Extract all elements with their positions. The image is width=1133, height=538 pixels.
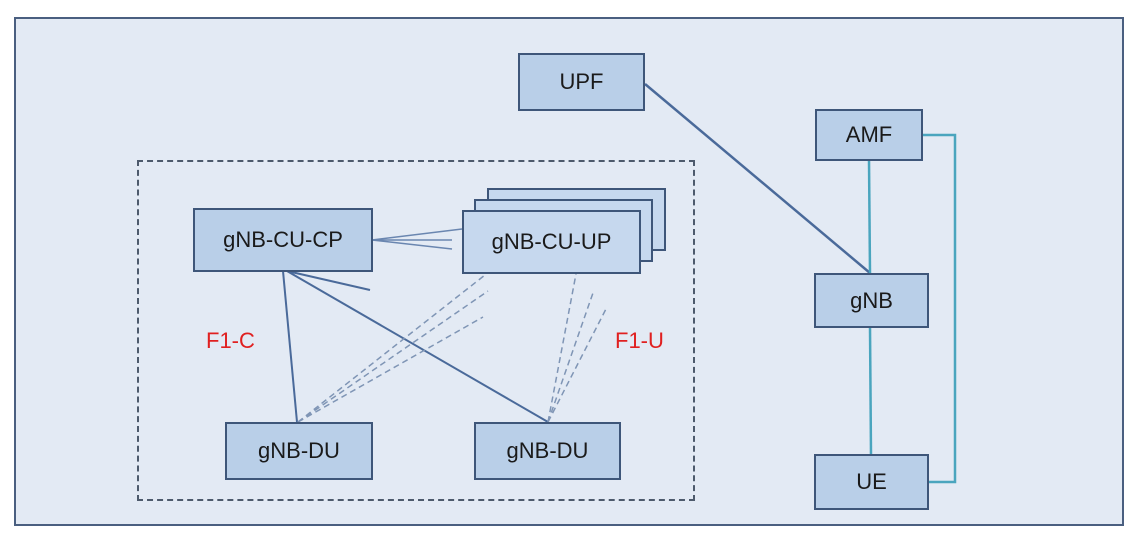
node-gnb-du-right-label: gNB-DU bbox=[506, 438, 589, 463]
node-gnb: gNB bbox=[814, 273, 929, 328]
label-f1-u: F1-U bbox=[615, 328, 664, 353]
node-gnb-du-right: gNB-DU bbox=[474, 422, 621, 480]
node-amf-label: AMF bbox=[845, 122, 893, 147]
node-gnb-du-left-label: gNB-DU bbox=[258, 438, 340, 463]
link-cucp-cuup-1 bbox=[371, 228, 463, 241]
link-f1c-du-right bbox=[286, 270, 549, 423]
node-gnb-label: gNB bbox=[850, 287, 893, 313]
node-gnb-cu-cp: gNB-CU-CP bbox=[193, 208, 373, 272]
link-f1u-right-2 bbox=[547, 289, 595, 423]
link-f1u-right-3 bbox=[547, 306, 608, 423]
node-ue: UE bbox=[814, 454, 929, 510]
link-f1u-left-2 bbox=[297, 290, 489, 423]
node-gnb-cu-up: gNB-CU-UP bbox=[462, 210, 641, 274]
link-f1c-stub bbox=[286, 270, 371, 291]
link-gnb-ue bbox=[868, 326, 873, 456]
link-cucp-cuup-3 bbox=[371, 239, 453, 250]
node-upf-label: UPF bbox=[559, 69, 604, 94]
node-gnb-cu-up-label: gNB-CU-UP bbox=[491, 229, 612, 254]
node-upf: UPF bbox=[518, 53, 645, 111]
node-gnb-du-left: gNB-DU bbox=[225, 422, 373, 480]
node-ue-label: UE bbox=[856, 469, 887, 494]
link-f1u-left-1 bbox=[297, 274, 486, 423]
link-amf-gnb bbox=[867, 159, 872, 274]
link-upf-gnb bbox=[644, 83, 871, 274]
link-amf-ue bbox=[922, 133, 957, 484]
link-f1c-du-left bbox=[282, 270, 298, 423]
link-f1u-right-1 bbox=[547, 273, 577, 423]
split-gnb-boundary bbox=[137, 160, 695, 501]
link-f1u-left-3 bbox=[297, 316, 484, 423]
node-amf: AMF bbox=[815, 109, 923, 161]
label-f1-c: F1-C bbox=[206, 328, 255, 353]
node-gnb-cu-cp-label: gNB-CU-CP bbox=[223, 227, 343, 252]
